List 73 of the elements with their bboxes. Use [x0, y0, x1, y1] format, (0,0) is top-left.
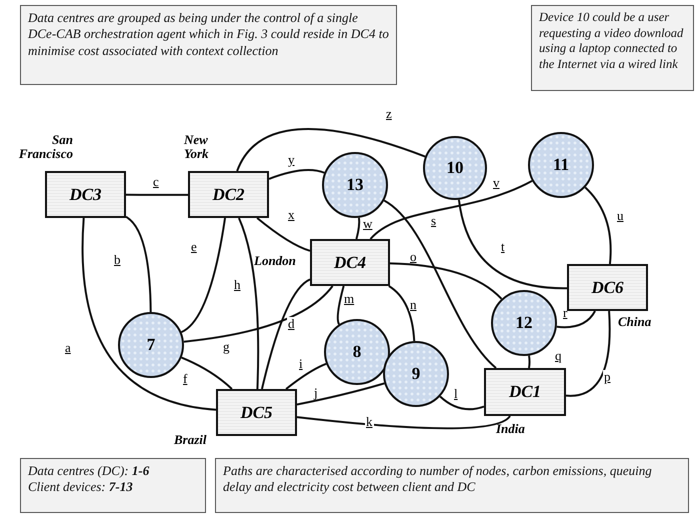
data-centre-name: DC4 [334, 252, 366, 272]
edge-label: m [343, 292, 356, 305]
connector-line [296, 415, 511, 430]
note-text: Paths are characterised according to number of nodes, carbon emissions, queuing delay and electricity cost between client and DC [223, 463, 653, 496]
edge-label: f [182, 372, 188, 385]
data-centre-box [45, 171, 126, 218]
connector-line [184, 285, 334, 343]
edge-label: j [313, 386, 319, 399]
location-label: New York [184, 133, 210, 162]
edge-label: i [298, 357, 304, 370]
connector-line [181, 356, 233, 390]
device-number: 7 [146, 335, 156, 355]
connector-line [285, 362, 327, 390]
device-number: 8 [352, 342, 362, 362]
data-centre-name: DC3 [69, 184, 102, 204]
edge-label: d [287, 317, 296, 330]
edge-label: l [453, 387, 459, 400]
connector-line [256, 217, 310, 252]
client-device-circle [528, 132, 594, 198]
location-label: Brazil [174, 433, 207, 448]
note-box [215, 458, 689, 513]
client-device-circle [383, 341, 449, 407]
edge-label: b [113, 253, 122, 266]
connector-line [370, 180, 533, 240]
note-text: Device 10 could be a user requesting a video download using a laptop connected to the Internet via a wired link [539, 10, 684, 72]
device-number: 12 [516, 313, 532, 333]
connector-line [584, 186, 612, 264]
data-centre-name: DC1 [508, 382, 542, 402]
connector-line [268, 169, 325, 180]
edge-label: k [365, 415, 374, 428]
connector-line [439, 396, 484, 410]
connector-line [236, 128, 426, 172]
location-label: San Francisco [18, 133, 73, 162]
location-label: London [254, 254, 296, 268]
data-centre-name: DC6 [591, 278, 624, 298]
device-number: 13 [346, 175, 364, 195]
connector-line [180, 218, 226, 333]
note-text: Data centres (DC): 1-6 [28, 463, 150, 480]
data-centre-name: DC5 [240, 402, 273, 422]
connector-line [384, 200, 497, 369]
location-label: China [618, 315, 652, 330]
device-number: 10 [446, 158, 464, 178]
connector-line [390, 262, 502, 300]
connector-line [566, 310, 611, 397]
note-box [20, 5, 397, 85]
data-centre-box [310, 239, 390, 286]
device-number: 9 [412, 364, 420, 384]
connector-line [388, 285, 416, 342]
connector-line [336, 286, 345, 325]
connector-line [126, 194, 188, 196]
edge-label: h [233, 278, 242, 291]
data-centre-name: DC2 [212, 184, 245, 204]
location-label: India [496, 422, 525, 436]
connector-line [238, 218, 260, 390]
connector-line [556, 310, 596, 328]
connector-line [82, 218, 216, 411]
device-number: 11 [552, 155, 570, 175]
connector-line [355, 218, 360, 240]
connector-line [261, 278, 310, 390]
note-text: Client devices: 7-13 [28, 479, 133, 496]
edge-label: p [603, 370, 612, 383]
connector-line [458, 200, 568, 290]
data-centre-box [567, 264, 648, 311]
connector-line [125, 216, 152, 312]
connector-line [296, 382, 385, 406]
note-box [531, 5, 694, 91]
client-device-circle [118, 312, 184, 378]
data-centre-box [188, 171, 269, 218]
note-box [20, 458, 206, 513]
data-centre-box [216, 389, 297, 436]
data-centre-box [484, 368, 566, 416]
note-text: Data centres are grouped as being under the control of a single DCe-CAB orchestration agent which in Fig. 3 could reside in DC4 to minimise cost associated with context collection [28, 10, 389, 59]
connector-line [528, 355, 530, 368]
